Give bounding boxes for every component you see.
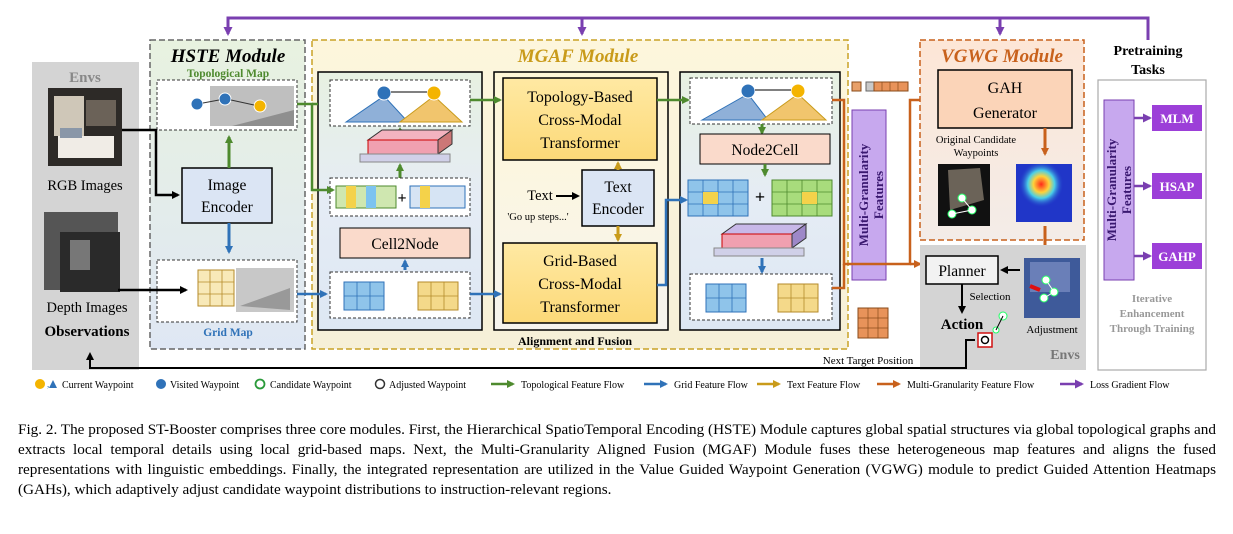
grid-map-label: Grid Map — [203, 327, 253, 339]
legend-topo-flow: Topological Feature Flow — [521, 380, 625, 391]
pt-mgf-line1: Multi-Granularity — [1104, 138, 1119, 241]
envs-right-title: Envs — [1050, 348, 1080, 363]
topo-graph-feature-right — [700, 83, 828, 121]
rgb-images-label: RGB Images — [47, 178, 123, 194]
diagram: Envs RGB Images Depth Images Observation… — [32, 16, 1207, 391]
observations-label: Observations — [44, 324, 129, 340]
legend-adjusted: Adjusted Waypoint — [389, 380, 466, 391]
pt-mgf-line2: Features — [1119, 166, 1134, 214]
pretraining-title-1: Pretraining — [1114, 44, 1183, 59]
depth-image — [44, 212, 120, 292]
task-gahp-box — [1152, 243, 1202, 269]
grid-map-image — [197, 268, 294, 312]
planner-box — [925, 255, 999, 285]
action-label: Action — [941, 317, 984, 333]
grid-transformer-line3: Transformer — [540, 299, 620, 316]
figure-caption: Fig. 2. The proposed ST-Booster comprise… — [18, 421, 1216, 498]
gah-line1: GAH — [988, 80, 1023, 97]
grid-transformer-box — [502, 242, 658, 324]
candidate-label-line1: Original Candidate — [936, 135, 1017, 146]
pretraining-title-2: Tasks — [1131, 63, 1165, 78]
cell2node-label: Cell2Node — [371, 236, 438, 253]
text-encoder-box — [581, 169, 655, 227]
cube-feature-pink — [359, 129, 454, 163]
mgf-line1: Multi-Granularity — [856, 143, 871, 246]
svg-text:+: + — [755, 187, 765, 207]
legend-grid-flow: Grid Feature Flow — [674, 380, 749, 391]
mgaf-module: MGAF Module + Cell2Node — [311, 39, 849, 350]
pt-footer-1: Iterative — [1132, 293, 1172, 305]
adjustment-image — [1024, 258, 1080, 318]
task-mlm-box — [1152, 105, 1202, 131]
legend-visited: Visited Waypoint — [170, 380, 239, 391]
grid-transformer-line2: Cross-Modal — [538, 276, 622, 293]
pt-footer-2: Enhancement — [1120, 308, 1185, 320]
gah-line2: Generator — [973, 105, 1038, 122]
legend-current: Current Waypoint — [62, 380, 134, 391]
envs-left-title: Envs — [69, 70, 101, 86]
vgwg-title: VGWG Module — [941, 46, 1063, 67]
cell2node-box — [339, 227, 471, 259]
small-feature-cubes — [851, 81, 909, 339]
gah-generator-box — [937, 69, 1073, 129]
pretraining-tasks: Pretraining Tasks Multi-Granularity Feat… — [1097, 44, 1207, 371]
task-mlm: MLM — [1160, 111, 1193, 126]
topo-transformer-line3: Transformer — [540, 135, 620, 152]
action-target-icon — [977, 311, 1008, 348]
planner-label: Planner — [938, 263, 986, 280]
image-encoder-line1: Image — [208, 177, 247, 194]
legend-text-flow: Text Feature Flow — [787, 380, 861, 391]
fused-features-left: + — [335, 185, 466, 209]
legend: , Current Waypoint Visited Waypoint Cand… — [35, 378, 1170, 391]
text-example: 'Go up steps...' — [507, 212, 568, 223]
hste-title: HSTE Module — [170, 46, 286, 67]
node2cell-label: Node2Cell — [731, 142, 798, 159]
fused-cubes-right: + — [687, 179, 833, 217]
task-gahp: GAHP — [1158, 249, 1196, 264]
vgwg-module: VGWG Module GAH Generator Original Candi… — [919, 39, 1085, 258]
image-encoder-line2: Encoder — [201, 199, 253, 216]
svg-text:+: + — [397, 190, 406, 207]
depth-images-label: Depth Images — [47, 300, 128, 316]
topo-transformer-line1: Topology-Based — [527, 89, 633, 106]
observation-flows — [118, 128, 188, 294]
legend-candidate: Candidate Waypoint — [270, 380, 352, 391]
selection-label: Selection — [970, 291, 1011, 303]
task-hsap: HSAP — [1160, 179, 1195, 194]
pt-footer-3: Through Training — [1110, 323, 1195, 335]
candidate-waypoints-image — [938, 164, 990, 226]
image-encoder-box — [181, 167, 273, 224]
multi-granularity-features-box: Multi-Granularity Features — [851, 109, 887, 281]
envs-left-panel: Envs RGB Images Depth Images Observation… — [32, 62, 139, 370]
alignment-fusion-label: Alignment and Fusion — [518, 334, 632, 348]
cube-feature-pink-right — [713, 223, 808, 257]
topo-graph-feature — [344, 85, 464, 123]
grid-transformer-line1: Grid-Based — [543, 253, 617, 270]
loss-gradient-flow — [223, 16, 1150, 40]
mgaf-title: MGAF Module — [517, 46, 639, 67]
text-label: Text — [527, 188, 553, 204]
grid-cubes-right — [705, 283, 819, 313]
topological-map-label: Topological Map — [187, 68, 269, 80]
next-target-flow: Next Target Position — [86, 339, 975, 369]
text-encoder-line1: Text — [604, 179, 632, 196]
topo-transformer-line2: Cross-Modal — [538, 112, 622, 129]
text-encoder-line2: Encoder — [592, 201, 644, 218]
gah-heatmap — [1016, 164, 1072, 222]
task-hsap-box — [1152, 173, 1202, 199]
mgf-line2: Features — [871, 171, 886, 219]
adjustment-label: Adjustment — [1026, 324, 1077, 336]
candidate-label-line2: Waypoints — [954, 148, 999, 159]
rgb-image — [48, 88, 122, 166]
legend-mg-flow: Multi-Granularity Feature Flow — [907, 380, 1035, 391]
grid-cubes-left — [343, 281, 459, 311]
topo-transformer-box — [502, 77, 658, 161]
envs-right-panel: Planner Selection Action Adjustment Envs — [920, 245, 1086, 370]
next-target-label: Next Target Position — [823, 355, 914, 367]
topo-map-image — [190, 86, 294, 126]
svg-text:,: , — [47, 379, 49, 389]
hste-to-mgaf-flows — [297, 96, 690, 298]
legend-loss-flow: Loss Gradient Flow — [1090, 380, 1170, 391]
